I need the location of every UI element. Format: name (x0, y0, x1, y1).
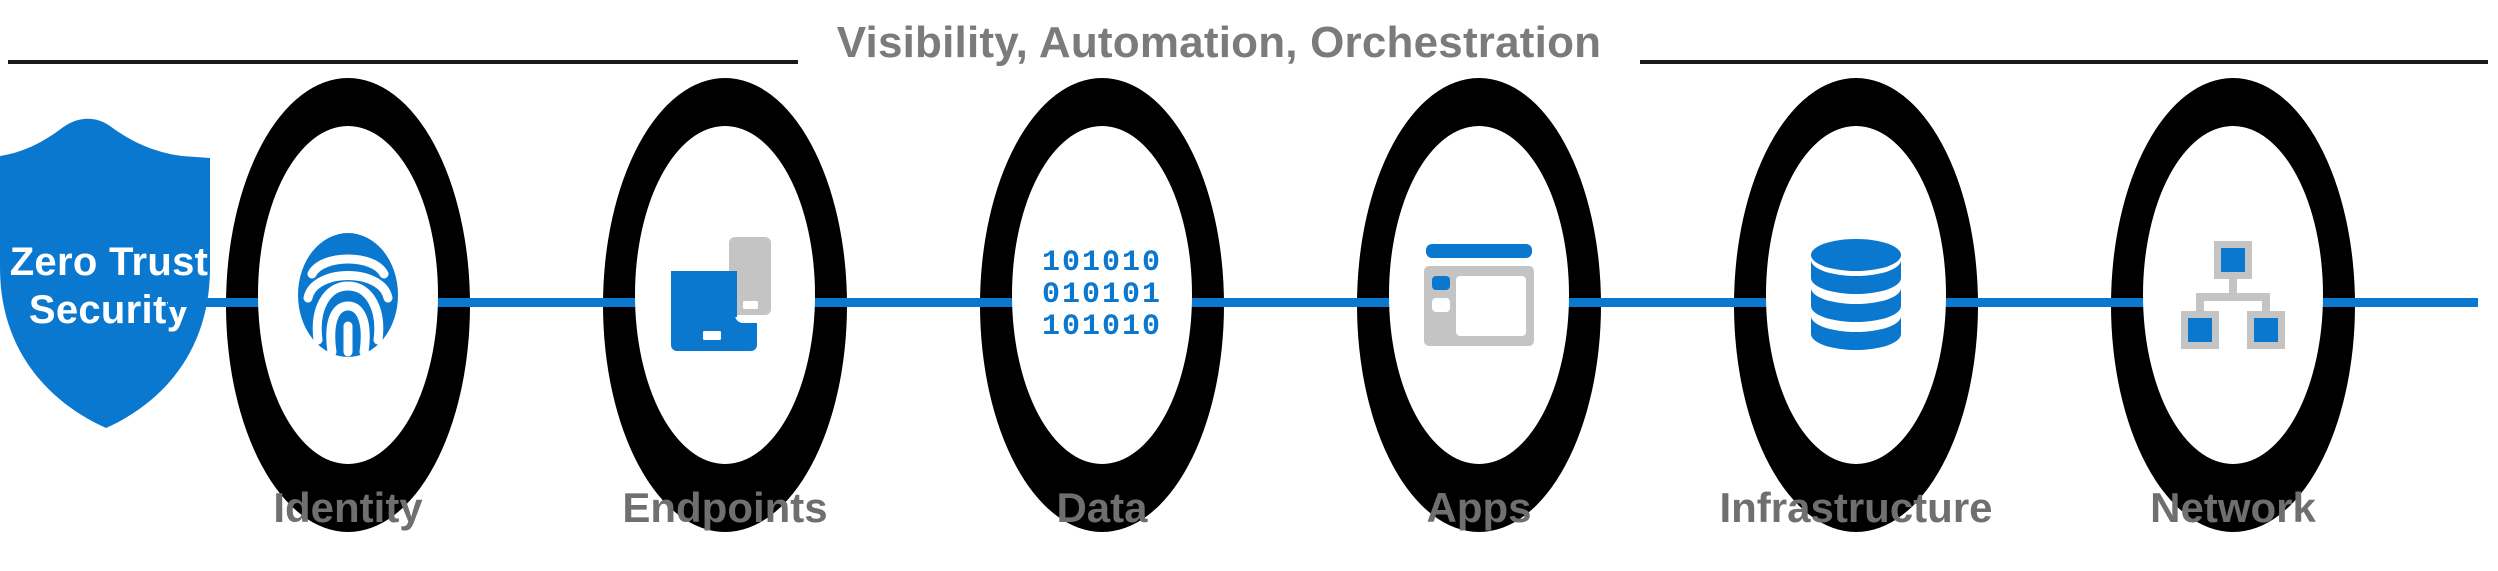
pillar-label: Network (2150, 484, 2316, 531)
pillar-network[interactable]: Network (2111, 78, 2355, 532)
devices-icon (635, 126, 815, 464)
binary-digits-icon: 101010 010101 101010 (1012, 126, 1192, 464)
zero-trust-shield: Zero Trust Security (0, 118, 218, 428)
pillar-apps[interactable]: Apps (1357, 78, 1601, 532)
pillar-endpoints[interactable]: Endpoints (603, 78, 847, 532)
pillar-label: Endpoints (622, 484, 828, 531)
connector-line (168, 298, 2478, 307)
pillar-label: Identity (273, 484, 423, 531)
pillar-identity[interactable]: Identity (226, 78, 470, 532)
binary-digits-text: 101010 010101 101010 (1041, 246, 1163, 344)
network-topology-icon (2143, 126, 2323, 464)
pillar-ring-inner (1766, 126, 1946, 464)
pillar-data[interactable]: 101010 010101 101010 Data (980, 78, 1224, 532)
pillar-infrastructure[interactable]: Infrastructure (1719, 78, 1993, 532)
fingerprint-icon (258, 126, 438, 464)
pillar-label: Infrastructure (1719, 484, 1993, 531)
pillar-label: Data (1056, 484, 1148, 531)
shield-label: Zero Trust Security (9, 240, 209, 332)
database-icon (1766, 126, 1946, 464)
app-window-icon (1389, 126, 1569, 464)
pillar-label: Apps (1426, 484, 1532, 531)
banner-rule-left (8, 60, 798, 64)
banner-rule-right (1640, 60, 2488, 64)
banner-title: Visibility, Automation, Orchestration (836, 18, 1602, 67)
pillar-ring-inner (1012, 126, 1192, 464)
